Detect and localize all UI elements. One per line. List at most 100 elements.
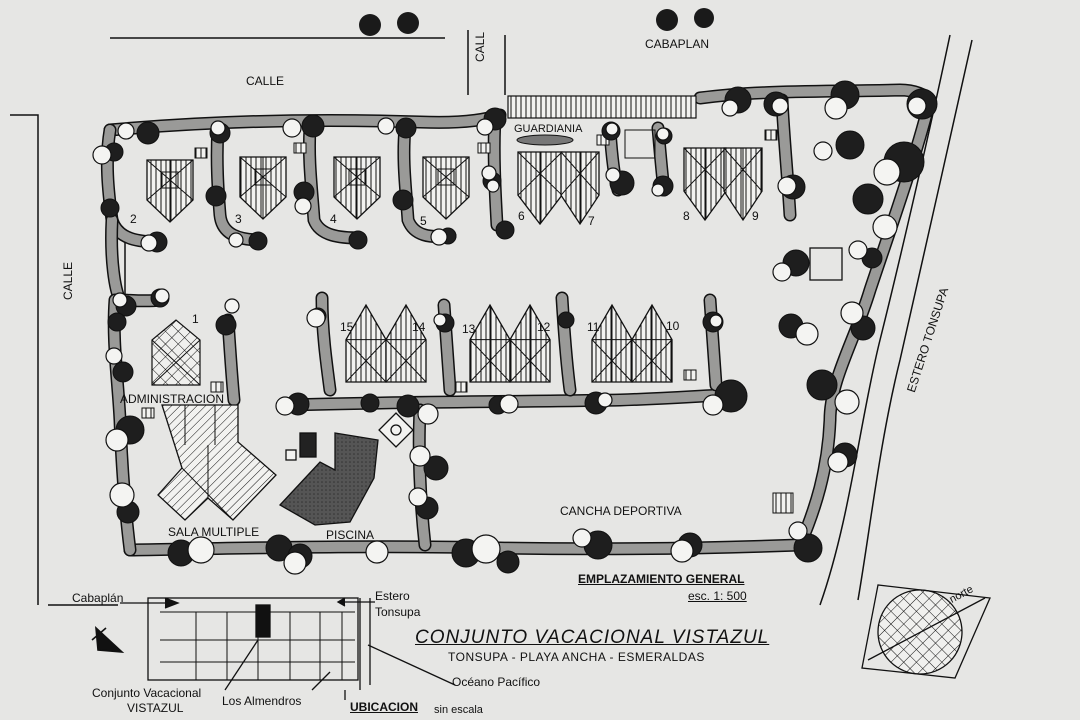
cabin-number: 10 (666, 319, 680, 333)
tree-light (210, 120, 226, 136)
street-label-left: CALLE (61, 261, 75, 300)
tree-dark (112, 361, 134, 383)
tree-dark (395, 117, 417, 139)
tree-light (140, 234, 158, 252)
cabin-number: 5 (420, 214, 427, 228)
tree-light (117, 122, 135, 140)
tree-light (772, 262, 792, 282)
cabin-number: 1 (192, 312, 199, 326)
tree-dark (136, 121, 160, 145)
project-subtitle: TONSUPA - PLAYA ANCHA - ESMERALDAS (448, 650, 705, 664)
tree-light (702, 394, 724, 416)
tree-light (105, 428, 129, 452)
tree-light (481, 165, 497, 181)
tree-light (813, 141, 833, 161)
tree-light (572, 528, 592, 548)
tree-dark (348, 230, 368, 250)
tree-dark (835, 130, 865, 160)
street-label-vertical: CALL (473, 31, 487, 62)
plan-title: EMPLAZAMIENTO GENERAL (578, 572, 745, 586)
cabin (509, 303, 551, 383)
street-label-top: CALLE (246, 74, 285, 88)
cabins (146, 147, 763, 383)
guardhouse-island (516, 134, 574, 146)
utility-squares (141, 129, 778, 419)
tree-light (597, 392, 613, 408)
guardhouse-label: GUARDIANIA (514, 123, 583, 135)
tree-light (907, 96, 927, 116)
cabin (631, 303, 673, 383)
tree-light (721, 99, 739, 117)
tree-light (306, 308, 326, 328)
tree-dark (248, 231, 268, 251)
tree-light (275, 396, 295, 416)
location-label-vistazul: VISTAZUL (127, 701, 184, 715)
tree-light (409, 445, 431, 467)
tree-light (224, 298, 240, 314)
tree-light (105, 347, 123, 365)
utility-square (210, 381, 224, 393)
hedge-fill (304, 123, 365, 243)
hedge-fill (105, 110, 505, 135)
tree-dark (852, 183, 884, 215)
hedge-fill (317, 293, 335, 395)
tree-light (154, 288, 170, 304)
tree-dark (360, 393, 380, 413)
utility-square (477, 142, 491, 154)
sports-court-marker (772, 492, 794, 514)
cabin-number: 11 (587, 320, 600, 334)
utility-square (194, 147, 208, 159)
location-heading: UBICACION (350, 700, 418, 714)
kiosk-square (809, 247, 843, 281)
tree-dark (793, 533, 823, 563)
cabin (345, 303, 387, 383)
tree-light (408, 487, 428, 507)
tree-light (840, 301, 864, 325)
guardhouse-box (624, 129, 656, 159)
tree-dark (806, 369, 838, 401)
hedge-fill (705, 295, 721, 390)
tree-light (777, 176, 797, 196)
tree-dark (215, 314, 237, 336)
street-label-top-right: CABAPLAN (645, 37, 710, 51)
tree-light (109, 482, 135, 508)
administration-building (151, 319, 201, 386)
north-arrow (861, 584, 991, 679)
tree-light (377, 117, 395, 135)
location-label-ocean: Océano Pacífico (452, 675, 541, 689)
hedge-fill (439, 300, 455, 395)
cabin (723, 147, 763, 222)
cabin (560, 151, 600, 226)
cabin-number: 13 (462, 322, 476, 336)
tree-dark (205, 185, 227, 207)
tree-light (471, 534, 501, 564)
tree-dark (100, 198, 120, 218)
tree-light (499, 394, 519, 414)
tree-light (187, 536, 215, 564)
utility-square (454, 381, 468, 393)
cabin-number: 2 (130, 212, 137, 226)
tree-light (92, 145, 112, 165)
tree-dark (301, 114, 325, 138)
location-label-almendros: Los Almendros (222, 694, 302, 708)
utility-square (683, 369, 697, 381)
location-label-tonsupa: Tonsupa (375, 605, 421, 619)
tree-dark (107, 312, 127, 332)
trees (92, 80, 938, 575)
utility-square (293, 142, 307, 154)
tree-light (651, 183, 665, 197)
tree-light (827, 451, 849, 473)
tree-dark (396, 394, 420, 418)
tree-light (282, 118, 302, 138)
tree-light (795, 322, 819, 346)
tree-light (656, 127, 670, 141)
tree-light (112, 292, 128, 308)
tree-dark (557, 311, 575, 329)
tree-light (430, 228, 448, 246)
tree-light (417, 403, 439, 425)
tree-light (605, 122, 619, 136)
utility-square (141, 407, 155, 419)
cabin (333, 156, 381, 220)
location-label-estero: Estero (375, 589, 410, 603)
tree-light (788, 521, 808, 541)
